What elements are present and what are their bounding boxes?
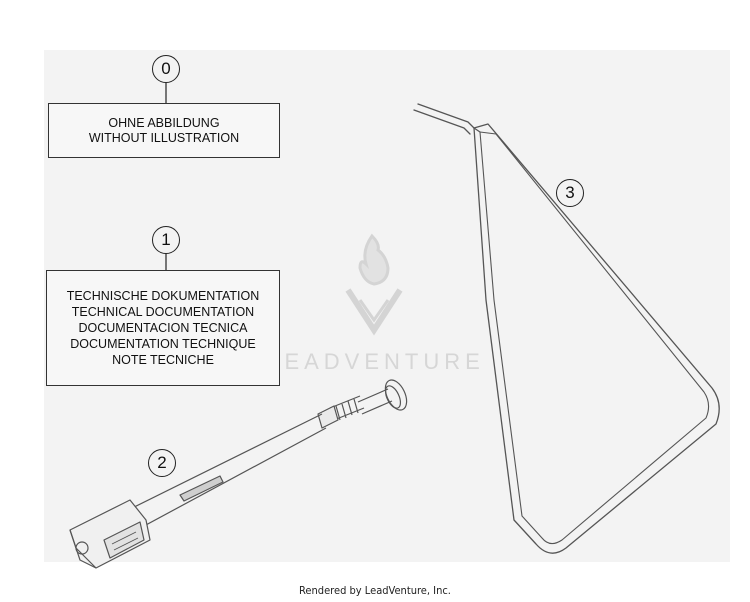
- label-line: WITHOUT ILLUSTRATION: [88, 130, 240, 145]
- footer-credit: Rendered by LeadVenture, Inc.: [299, 584, 451, 597]
- label-box-without-illustration: OHNE ABBILDUNG WITHOUT ILLUSTRATION: [48, 103, 280, 158]
- callout-3-number: 3: [565, 183, 575, 202]
- tool-part-2: [69, 379, 408, 569]
- stand-part-3: [413, 103, 720, 554]
- label-line: NOTE TECNICHE: [112, 353, 214, 367]
- label-line: DOCUMENTATION TECHNIQUE: [70, 337, 256, 351]
- label-line: DOCUMENTACION TECNICA: [78, 321, 248, 335]
- label-line: TECHNISCHE DOKUMENTATION: [66, 289, 260, 303]
- callout-1-number: 1: [161, 230, 171, 249]
- callout-0: 0: [152, 55, 180, 83]
- callout-2: 2: [148, 449, 176, 477]
- label-line: OHNE ABBILDUNG: [108, 115, 220, 130]
- callout-1: 1: [152, 226, 180, 254]
- callout-2-number: 2: [157, 453, 167, 472]
- callout-0-number: 0: [161, 59, 171, 78]
- callout-3: 3: [556, 179, 584, 207]
- label-box-technical-documentation: TECHNISCHE DOKUMENTATION TECHNICAL DOCUM…: [46, 270, 280, 386]
- label-line: TECHNICAL DOCUMENTATION: [71, 305, 255, 319]
